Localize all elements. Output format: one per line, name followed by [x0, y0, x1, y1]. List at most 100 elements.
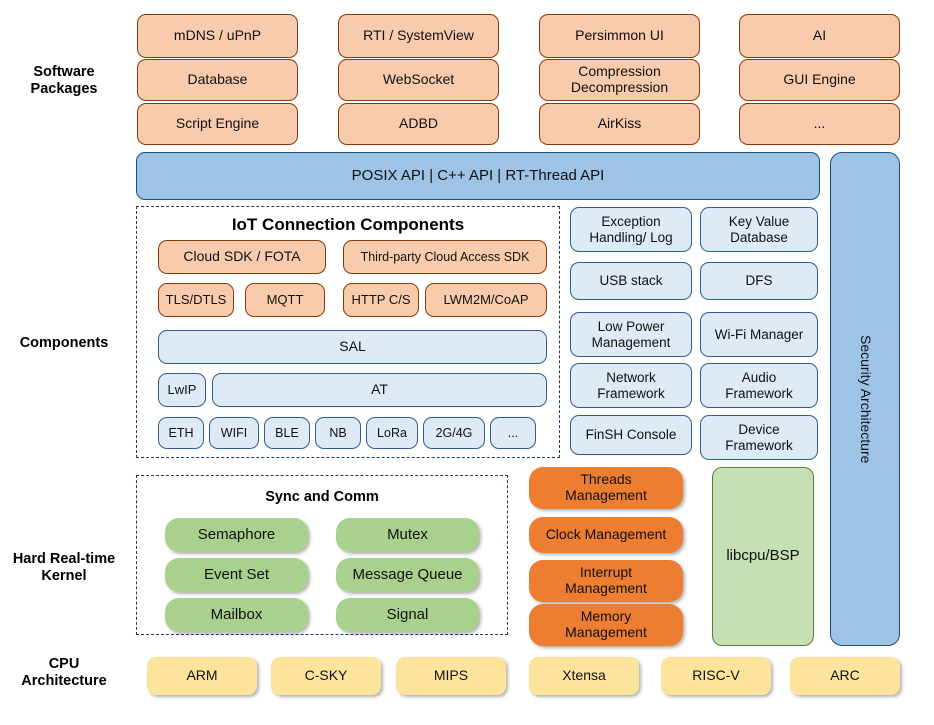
row-label-software-packages-line1: Software [33, 64, 95, 80]
iot-item-label: TLS/DTLS [165, 291, 227, 307]
package-label-line2: Decompression [570, 79, 669, 95]
component-label: Wi-Fi Manager [714, 326, 804, 342]
component-low-power-management[interactable]: Low Power Management [570, 312, 692, 357]
libcpu-bsp-block[interactable]: libcpu/BSP [712, 467, 814, 646]
kernel-item-label: Signal [386, 605, 429, 623]
cpu-arm[interactable]: ARM [147, 657, 257, 695]
libcpu-bsp-label: libcpu/BSP [726, 547, 800, 565]
kernel-mailbox[interactable]: Mailbox [165, 598, 308, 632]
package-rti-systemview[interactable]: RTI / SystemView [338, 14, 499, 58]
kernel-semaphore[interactable]: Semaphore [165, 518, 308, 552]
kernel-clock-management[interactable]: Clock Management [529, 517, 683, 553]
iot-link-nb[interactable]: NB [315, 417, 361, 449]
package-label: ... [813, 115, 826, 132]
package-compression-decompression[interactable]: Compression Decompression [539, 59, 700, 101]
security-architecture-bar[interactable]: Security Architecture [830, 152, 900, 646]
component-device-framework[interactable]: Device Framework [700, 415, 818, 460]
iot-third-party-cloud-access-sdk[interactable]: Third-party Cloud Access SDK [343, 240, 547, 274]
iot-lwip[interactable]: LwIP [158, 373, 206, 407]
row-label-components-text: Components [19, 335, 109, 351]
api-bar[interactable]: POSIX API | C++ API | RT-Thread API [136, 152, 820, 200]
package-label: Persimmon UI [575, 27, 664, 44]
iot-cloud-sdk-fota[interactable]: Cloud SDK / FOTA [158, 240, 326, 274]
iot-sal[interactable]: SAL [158, 330, 547, 364]
component-exception-handling-log[interactable]: Exception Handling/ Log [570, 207, 692, 252]
component-key-value-database[interactable]: Key Value Database [700, 207, 818, 252]
component-dfs[interactable]: DFS [700, 262, 818, 300]
component-label-line2: Framework [725, 437, 793, 453]
cpu-arc[interactable]: ARC [790, 657, 900, 695]
package-airkiss[interactable]: AirKiss [539, 103, 700, 145]
cpu-c-sky[interactable]: C-SKY [271, 657, 381, 695]
iot-item-label: AT [371, 381, 388, 398]
cpu-mips[interactable]: MIPS [396, 657, 506, 695]
component-audio-framework[interactable]: Audio Framework [700, 363, 818, 408]
iot-link-more[interactable]: ... [490, 417, 536, 449]
iot-at[interactable]: AT [212, 373, 547, 407]
kernel-item-label-line2: Management [565, 624, 647, 640]
cpu-xtensa[interactable]: Xtensa [529, 657, 639, 695]
iot-item-label: SAL [339, 338, 366, 355]
iot-link-eth[interactable]: ETH [158, 417, 204, 449]
package-label: WebSocket [382, 71, 455, 88]
iot-item-label: NB [329, 426, 347, 440]
component-network-framework[interactable]: Network Framework [570, 363, 692, 408]
package-gui-engine[interactable]: GUI Engine [739, 59, 900, 101]
component-label: Network [606, 370, 656, 386]
package-database[interactable]: Database [137, 59, 298, 101]
kernel-event-set[interactable]: Event Set [165, 558, 308, 592]
kernel-signal[interactable]: Signal [336, 598, 479, 632]
component-wifi-manager[interactable]: Wi-Fi Manager [700, 312, 818, 357]
iot-tls-dtls[interactable]: TLS/DTLS [158, 283, 234, 317]
package-persimmon-ui[interactable]: Persimmon UI [539, 14, 700, 58]
kernel-interrupt-management[interactable]: Interrupt Management [529, 560, 683, 602]
component-label-line2: Management [591, 334, 671, 350]
component-label: Low Power [597, 319, 665, 335]
component-label: Key Value [728, 214, 790, 230]
iot-link-2g4g[interactable]: 2G/4G [423, 417, 485, 449]
component-label-line2: Database [730, 229, 788, 245]
iot-item-label: ... [507, 426, 519, 440]
component-finsh-console[interactable]: FinSH Console [570, 415, 692, 455]
package-adbd[interactable]: ADBD [338, 103, 499, 145]
component-label: Device [738, 422, 780, 438]
kernel-item-label: Message Queue [352, 565, 463, 583]
kernel-mutex[interactable]: Mutex [336, 518, 479, 552]
component-label-line2: Framework [725, 385, 793, 401]
component-label: FinSH Console [585, 427, 677, 443]
package-label: Script Engine [175, 115, 260, 132]
package-more[interactable]: ... [739, 103, 900, 145]
package-ai[interactable]: AI [739, 14, 900, 58]
iot-item-label: WIFI [220, 426, 248, 440]
kernel-message-queue[interactable]: Message Queue [336, 558, 479, 592]
kernel-memory-management[interactable]: Memory Management [529, 604, 683, 646]
iot-link-ble[interactable]: BLE [264, 417, 310, 449]
row-label-software-packages: Software Packages [0, 64, 128, 98]
iot-item-label: Third-party Cloud Access SDK [360, 250, 530, 264]
sync-and-comm-box [136, 475, 508, 635]
iot-link-wifi[interactable]: WIFI [209, 417, 259, 449]
package-script-engine[interactable]: Script Engine [137, 103, 298, 145]
iot-connection-components-title: IoT Connection Components [231, 215, 465, 234]
cpu-risc-v[interactable]: RISC-V [661, 657, 771, 695]
kernel-threads-management[interactable]: Threads Management [529, 467, 683, 509]
component-label: Audio [741, 370, 777, 386]
package-mdns-upnp[interactable]: mDNS / uPnP [137, 14, 298, 58]
iot-item-label: MQTT [266, 291, 304, 307]
iot-link-lora[interactable]: LoRa [366, 417, 418, 449]
iot-mqtt[interactable]: MQTT [245, 283, 325, 317]
iot-item-label: BLE [275, 426, 299, 440]
row-label-cpu-line2: Architecture [21, 673, 107, 689]
package-label: ADBD [399, 115, 438, 132]
package-websocket[interactable]: WebSocket [338, 59, 499, 101]
iot-http-cs[interactable]: HTTP C/S [343, 283, 419, 317]
cpu-label: ARC [830, 667, 860, 684]
iot-lwm2m-coap[interactable]: LWM2M/CoAP [425, 283, 547, 317]
row-label-kernel: Hard Real-time Kernel [0, 551, 128, 585]
kernel-item-label-line2: Management [565, 580, 647, 596]
package-label: AI [812, 27, 827, 44]
row-label-kernel-line1: Hard Real-time [12, 551, 116, 567]
row-label-components: Components [0, 335, 128, 352]
component-usb-stack[interactable]: USB stack [570, 262, 692, 300]
